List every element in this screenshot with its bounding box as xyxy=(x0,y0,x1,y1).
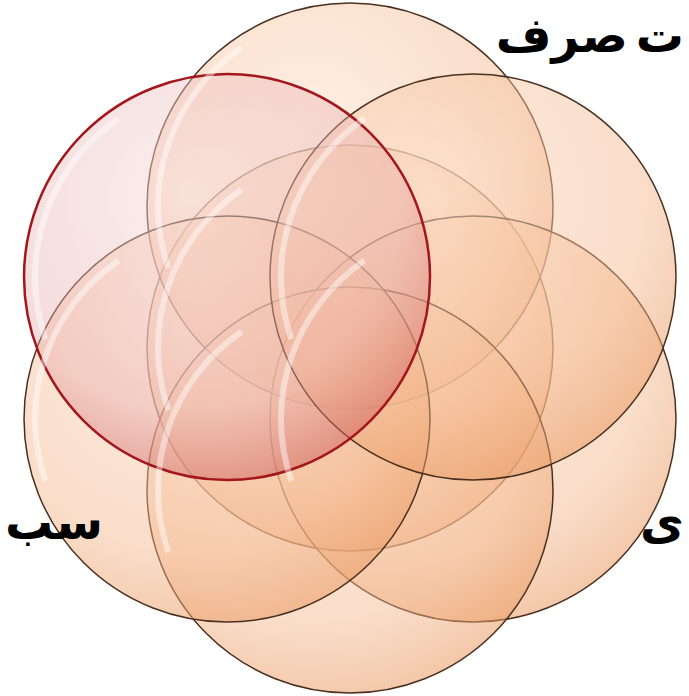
label: ى xyxy=(640,495,684,550)
label: سب xyxy=(5,495,103,550)
label: ت xyxy=(636,8,684,63)
gloss xyxy=(155,45,243,269)
gloss xyxy=(32,258,120,482)
gloss xyxy=(155,329,243,553)
gloss xyxy=(278,258,366,482)
gloss xyxy=(155,187,243,411)
gloss xyxy=(278,116,366,340)
label: صرف xyxy=(496,8,628,63)
gloss xyxy=(32,116,120,340)
highlight-circle xyxy=(24,74,430,480)
